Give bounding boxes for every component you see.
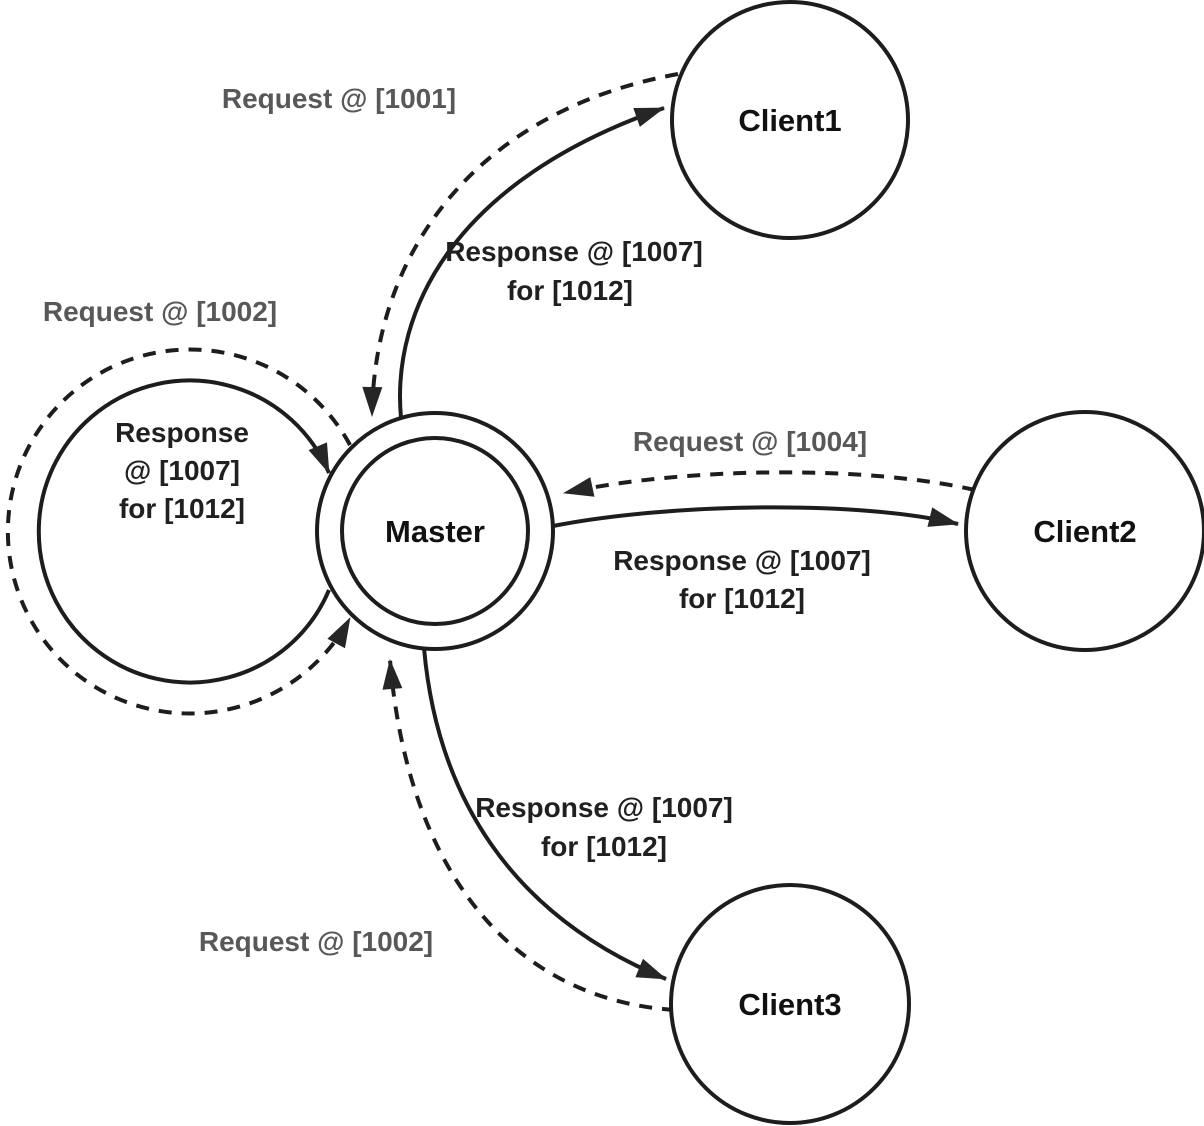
client1-node: Client1 bbox=[670, 0, 910, 240]
client3-label: Client3 bbox=[738, 987, 841, 1022]
client1-circle bbox=[670, 0, 910, 240]
client2-response-label-line2: for [1012] bbox=[679, 583, 805, 614]
client1-request-label: Request @ [1001] bbox=[222, 83, 456, 114]
master-inner-circle bbox=[340, 436, 530, 626]
master-label: Master bbox=[385, 514, 485, 549]
client2-request-label: Request @ [1004] bbox=[633, 426, 867, 457]
self-request-arrow bbox=[5, 347, 352, 716]
self-response-label-line2: @ [1007] bbox=[124, 455, 240, 486]
self-response-label-line1: Response bbox=[115, 417, 249, 448]
master-node: Master bbox=[315, 411, 555, 651]
self-response-label-line3: for [1012] bbox=[119, 493, 245, 524]
client2-circle bbox=[964, 410, 1204, 652]
client2-response-arrow bbox=[552, 505, 959, 528]
client1-response-label-line2: for [1012] bbox=[507, 275, 633, 306]
self-response-arrow bbox=[36, 378, 331, 685]
client1-response-arrow bbox=[398, 106, 665, 419]
client2-request-arrow bbox=[563, 470, 976, 497]
client3-response-arrow bbox=[422, 647, 667, 981]
client3-circle bbox=[669, 883, 911, 1125]
client1-label: Client1 bbox=[738, 103, 841, 138]
client3-node: Client3 bbox=[669, 883, 911, 1125]
client1-response-label-line1: Response @ [1007] bbox=[445, 236, 703, 267]
client1-request-arrow bbox=[362, 72, 679, 417]
client3-response-label-line1: Response @ [1007] bbox=[475, 792, 733, 823]
client3-response-label-line2: for [1012] bbox=[541, 831, 667, 862]
self-request-label: Request @ [1002] bbox=[43, 296, 277, 327]
client2-node: Client2 bbox=[964, 410, 1204, 652]
client2-label: Client2 bbox=[1033, 514, 1136, 549]
client2-response-label-line1: Response @ [1007] bbox=[613, 545, 871, 576]
client3-request-label: Request @ [1002] bbox=[199, 926, 433, 957]
